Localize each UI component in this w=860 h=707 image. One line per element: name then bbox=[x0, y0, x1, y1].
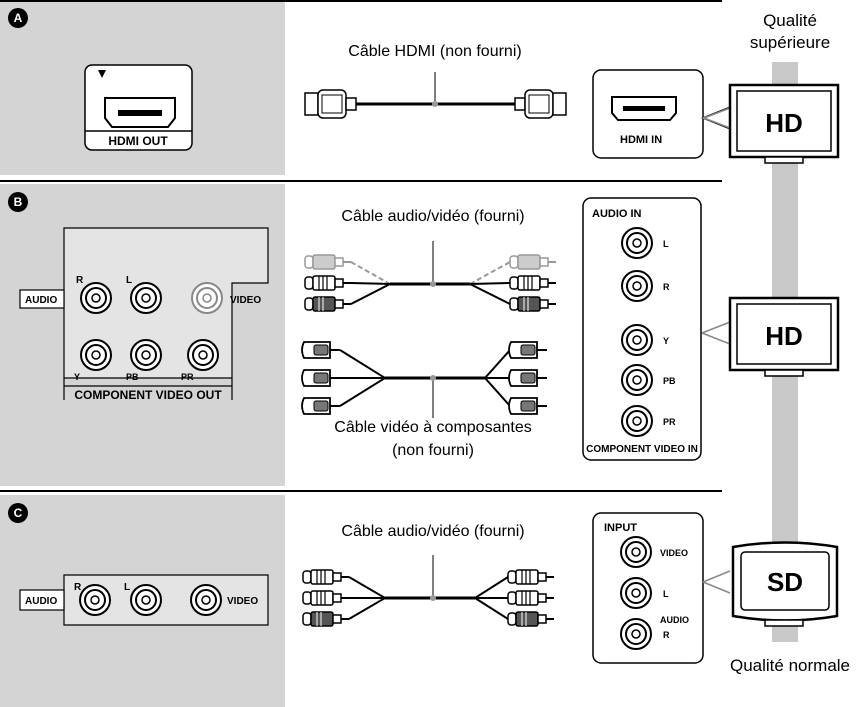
player-b-l-label: L bbox=[126, 275, 132, 286]
component-video-in-label: COMPONENT VIDEO IN bbox=[586, 444, 698, 455]
player-av-component-panel bbox=[19, 227, 269, 400]
player-c-audio-label: AUDIO bbox=[25, 596, 57, 607]
player-b-audio-label: AUDIO bbox=[25, 295, 57, 306]
hdmi-cable bbox=[304, 72, 567, 119]
tv-c-video-label: VIDEO bbox=[660, 548, 688, 558]
component-video-out-label: COMPONENT VIDEO OUT bbox=[74, 388, 222, 402]
hdmi-in-label: HDMI IN bbox=[620, 134, 662, 146]
av-cable-label-b: Câble audio/vidéo (fourni) bbox=[341, 208, 525, 225]
quality-bottom-label: Qualité normale bbox=[730, 656, 851, 675]
player-b-pr-label: PR bbox=[181, 372, 194, 382]
tv-c-l-label: L bbox=[663, 589, 669, 599]
tv-b-r-label: R bbox=[663, 282, 670, 292]
player-hdmi-out-port bbox=[84, 64, 193, 151]
tv-hd-1 bbox=[728, 83, 840, 164]
av-cable-b bbox=[304, 241, 557, 312]
tv-sd-label: SD bbox=[767, 567, 803, 597]
player-b-pb-label: PB bbox=[126, 372, 139, 382]
av-cable-c bbox=[302, 555, 555, 627]
player-av-panel bbox=[19, 574, 269, 626]
badge-c: C bbox=[8, 503, 28, 523]
input-label: INPUT bbox=[604, 522, 637, 534]
tv-sd bbox=[731, 541, 839, 627]
separator-ab bbox=[0, 180, 722, 182]
badge-a: A bbox=[8, 8, 28, 28]
tv-c-audio-label: AUDIO bbox=[660, 615, 689, 625]
tv-hdmi-in-panel bbox=[592, 69, 704, 159]
player-b-video-label: VIDEO bbox=[230, 295, 261, 306]
tv-input-panel bbox=[592, 512, 704, 664]
tv-b-pb-label: PB bbox=[663, 376, 676, 386]
component-cable-label-line2: (non fourni) bbox=[392, 442, 474, 459]
separator-bc bbox=[0, 490, 722, 492]
tv-b-l-label: L bbox=[663, 239, 669, 249]
tv-audio-component-panel bbox=[582, 197, 702, 461]
component-cable-label-line1: Câble vidéo à composantes bbox=[334, 419, 532, 436]
tv-hd-1-label: HD bbox=[765, 108, 803, 138]
tv-b-pr-label: PR bbox=[663, 417, 676, 427]
hdmi-cable-label: Câble HDMI (non fourni) bbox=[348, 43, 522, 60]
player-c-r-label: R bbox=[74, 582, 82, 593]
av-cable-label-c: Câble audio/vidéo (fourni) bbox=[341, 523, 525, 540]
tv-b-y-label: Y bbox=[663, 336, 669, 346]
badge-b: B bbox=[8, 192, 28, 212]
player-b-y-label: Y bbox=[74, 372, 80, 382]
separator-top bbox=[0, 0, 722, 2]
tv-c-r-label: R bbox=[663, 630, 670, 640]
audio-in-label: AUDIO IN bbox=[592, 208, 642, 220]
component-cable bbox=[301, 341, 548, 418]
hdmi-out-label: HDMI OUT bbox=[108, 134, 168, 148]
player-b-r-label: R bbox=[76, 275, 84, 286]
player-c-video-label: VIDEO bbox=[227, 596, 258, 607]
tv-hd-2-label: HD bbox=[765, 321, 803, 351]
quality-top-label: Qualité supérieure bbox=[749, 11, 831, 53]
tv-hd-2 bbox=[728, 296, 840, 377]
player-c-l-label: L bbox=[124, 582, 130, 593]
